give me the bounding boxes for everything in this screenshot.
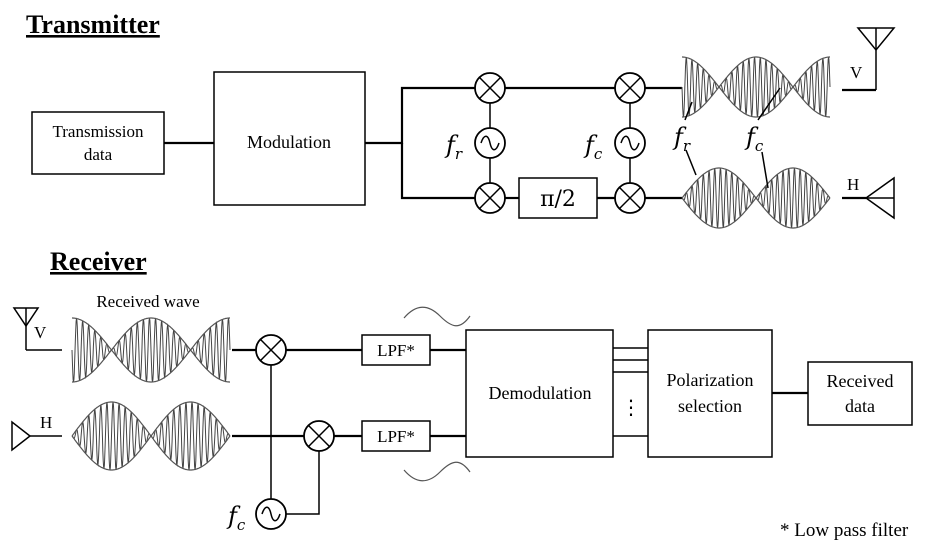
rx-mixer-v bbox=[255, 334, 287, 366]
tx-osc-r-label: fr bbox=[444, 131, 463, 163]
tx-antenna-v-icon bbox=[856, 27, 896, 90]
tx-antenna-h-label: H bbox=[847, 175, 859, 194]
tx-mixer-top-c bbox=[614, 72, 646, 104]
phase-shift-box bbox=[518, 177, 598, 219]
lpf-top-box bbox=[361, 334, 431, 366]
rx-antenna-h-icon bbox=[11, 420, 62, 452]
tx-wave-h bbox=[681, 167, 831, 229]
wire-mod-to-top-mixer bbox=[365, 86, 475, 145]
parallel-ellipsis: ⋮ bbox=[621, 395, 641, 419]
footnote: * Low pass filter bbox=[780, 520, 909, 541]
tx-mixer-top-r bbox=[474, 72, 506, 104]
phase-shift-label: π/2 bbox=[540, 187, 576, 212]
tx-antenna-v-label: V bbox=[850, 63, 863, 82]
tx-wave-v bbox=[681, 56, 831, 118]
transmission-data-box bbox=[31, 111, 165, 175]
rx-mixer-h bbox=[303, 420, 335, 452]
parallel-outputs bbox=[613, 347, 648, 437]
tx-antenna-h-icon bbox=[864, 176, 895, 220]
polarization-label-2: selection bbox=[678, 396, 742, 416]
modulation-box bbox=[213, 71, 366, 206]
wire-mod-to-bottom-mixer bbox=[400, 143, 475, 200]
tx-wave-fc-label: fc bbox=[744, 123, 764, 155]
modulation-label: Modulation bbox=[247, 132, 331, 152]
tx-osc-c-label: fc bbox=[583, 131, 603, 163]
polarization-selection-box bbox=[647, 329, 773, 458]
received-data-label-1: Received bbox=[827, 371, 894, 391]
lpf-top-label: LPF* bbox=[377, 341, 415, 360]
rx-osc-c-label: fc bbox=[226, 502, 246, 534]
rx-antenna-h-label: H bbox=[40, 413, 52, 432]
received-data-box bbox=[807, 361, 913, 426]
received-data-label-2: data bbox=[845, 396, 875, 416]
transmission-data-label-2: data bbox=[84, 145, 113, 164]
rx-wave-v bbox=[71, 317, 231, 383]
rx-antenna-v-label: V bbox=[34, 323, 47, 342]
rx-oscillator-c bbox=[255, 498, 287, 530]
lpf-bottom-output-wave bbox=[403, 461, 471, 482]
receiver-title: Receiver bbox=[50, 247, 147, 276]
tx-oscillator-c bbox=[614, 127, 646, 159]
transmission-data-label-1: Transmission bbox=[52, 122, 144, 141]
demodulation-box bbox=[465, 329, 614, 458]
transmitter-title: Transmitter bbox=[26, 10, 160, 39]
lpf-top-output-wave bbox=[403, 306, 471, 327]
tx-wave-fr-label: fr bbox=[672, 123, 691, 155]
received-wave-label: Received wave bbox=[96, 292, 199, 311]
lpf-bottom-label: LPF* bbox=[377, 427, 415, 446]
polarization-label-1: Polarization bbox=[667, 370, 754, 390]
rx-wave-h bbox=[71, 401, 231, 471]
demodulation-label: Demodulation bbox=[489, 383, 592, 403]
tx-mixer-bottom-c bbox=[614, 182, 646, 214]
rx-antenna-v-icon bbox=[12, 307, 62, 351]
tx-mixer-bottom-r bbox=[474, 182, 506, 214]
tx-oscillator-r bbox=[474, 127, 506, 159]
